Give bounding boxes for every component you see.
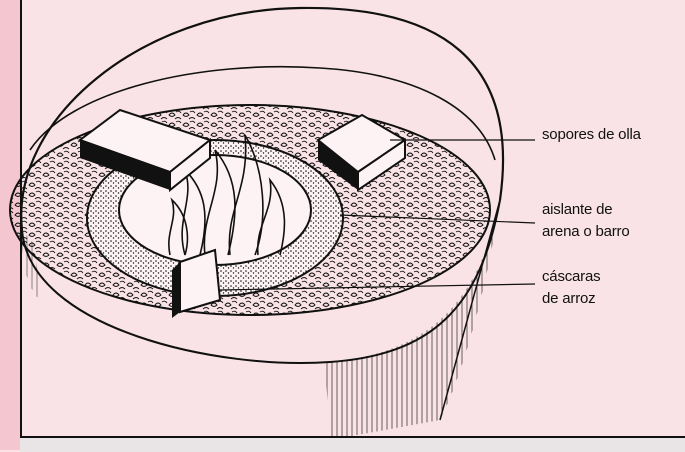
label-husks-line2: de arroz	[542, 288, 595, 310]
label-pot-supports: sopores de olla	[542, 124, 641, 146]
label-insulation-line2: arena o barro	[542, 221, 629, 243]
label-husks-line1: cáscaras	[542, 266, 600, 288]
label-insulation-line1: aislante de	[542, 199, 612, 221]
